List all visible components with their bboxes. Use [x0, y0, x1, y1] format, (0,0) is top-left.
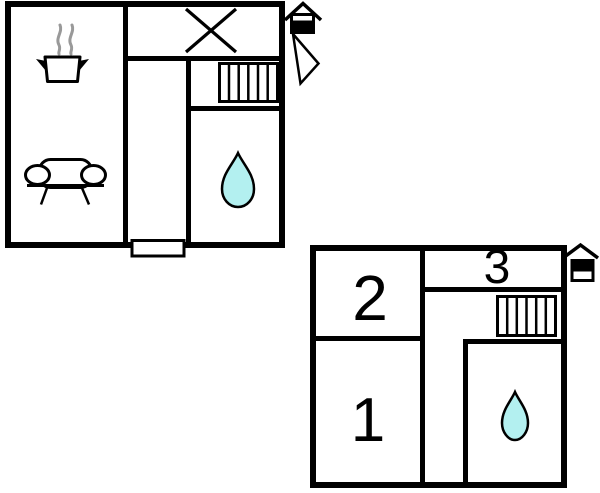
steam-icon [68, 23, 75, 56]
room-3-label: 3 [484, 241, 511, 294]
entrance-direction-arrow-icon [291, 29, 321, 87]
sofa-icon [24, 158, 107, 205]
pot-handle-right [79, 59, 89, 71]
house-upper-floor-indicator-icon [561, 242, 600, 282]
stairs-icon [496, 295, 557, 337]
stairs-icon [218, 62, 279, 103]
steam-icon [56, 23, 63, 56]
pot-handle-left [36, 59, 46, 71]
upper-floor-outer-wall [310, 245, 567, 488]
water-drop-icon [500, 388, 530, 442]
pot-body [43, 55, 82, 83]
room-2-label: 2 [352, 262, 388, 334]
upper-floor-plan: 2 1 3 [310, 241, 600, 488]
room-1-label: 1 [351, 386, 385, 455]
entrance-door [130, 239, 186, 258]
ground-floor-plan [5, 1, 323, 258]
cross-marker-icon [184, 7, 238, 54]
stove-pot-icon [36, 23, 89, 83]
water-drop-icon [220, 149, 256, 209]
house-ground-floor-indicator-icon [283, 1, 323, 34]
ground-floor-outer-wall [5, 1, 285, 248]
